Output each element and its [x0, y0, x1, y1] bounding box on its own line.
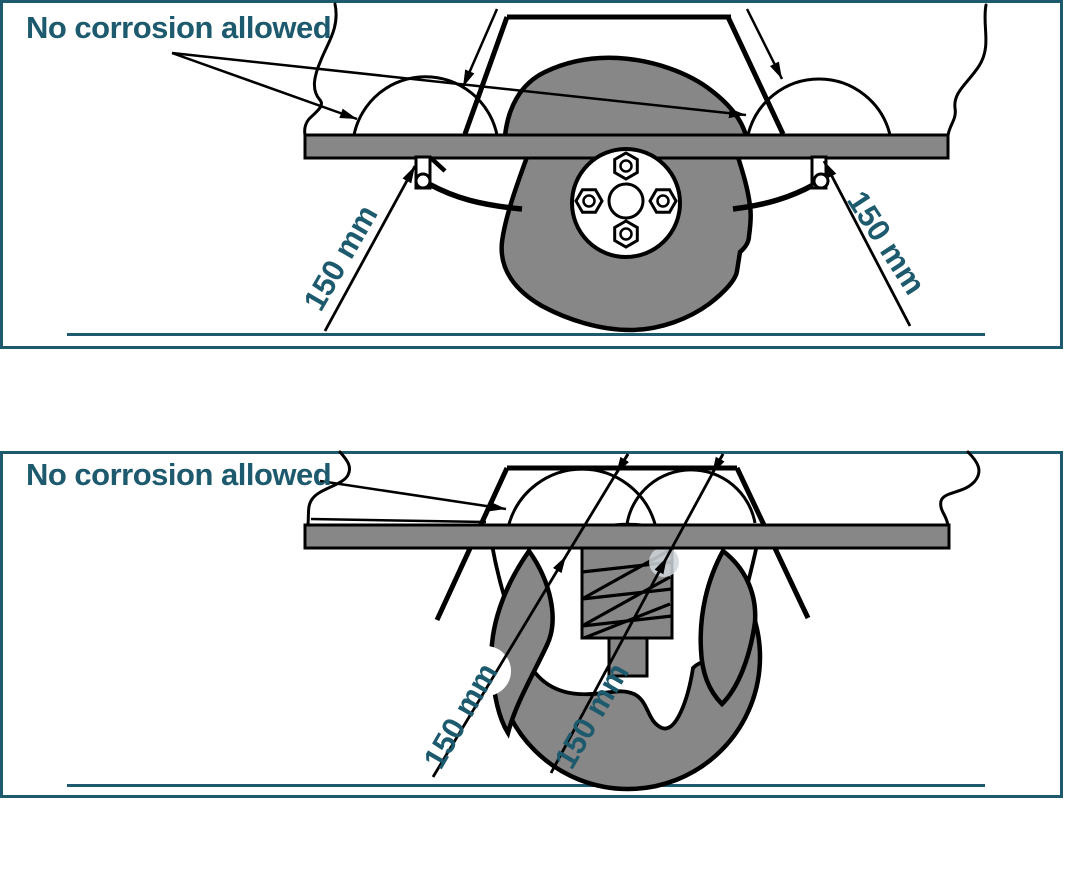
chassis-flange-line [310, 517, 487, 524]
inspection-zone-arc-left [507, 467, 657, 525]
top-panel-baseline [67, 333, 985, 336]
inspection-zone-arc-right [746, 77, 892, 136]
dimension-arrow-left [323, 165, 417, 332]
top-diagram [171, 2, 988, 333]
frame-pointer-arrow-left [461, 8, 499, 88]
wheel-nut [613, 151, 639, 181]
wheel-sector-right [698, 547, 758, 708]
wheel-nut [648, 188, 678, 214]
axle-beam [303, 523, 951, 550]
inspection-zone-arc-left [352, 75, 499, 136]
wheel-sector-left [489, 547, 555, 739]
spring-shackle-right [810, 155, 830, 190]
wheel-hub [570, 147, 682, 259]
bottom-panel-baseline [67, 784, 985, 787]
break-line-left [306, 450, 352, 526]
label-highlight-disc [461, 646, 511, 696]
inspection-zone-arc-right [625, 468, 757, 525]
break-line-left [303, 2, 338, 137]
wheel-nut [574, 188, 604, 214]
dimension-arrow-right [822, 160, 912, 327]
dimension-arrow-left [431, 453, 630, 778]
leaf-spring-right [732, 181, 817, 212]
leader-arrows [171, 51, 747, 121]
frame-pointer-arrow-right [745, 8, 784, 80]
no-corrosion-label-top: No corrosion allowed [26, 10, 332, 45]
spring-shackle-left [414, 155, 447, 190]
leader-arrow [319, 479, 507, 512]
dimension-arrow-right [549, 453, 725, 774]
leaf-spring-left [427, 181, 523, 212]
break-line-right [939, 450, 981, 528]
break-line-right [946, 3, 988, 138]
bottom-diagram [303, 450, 981, 792]
wheel-nut [613, 219, 639, 249]
no-corrosion-label-bottom: No corrosion allowed [26, 457, 332, 492]
chassis-frame [462, 14, 786, 136]
